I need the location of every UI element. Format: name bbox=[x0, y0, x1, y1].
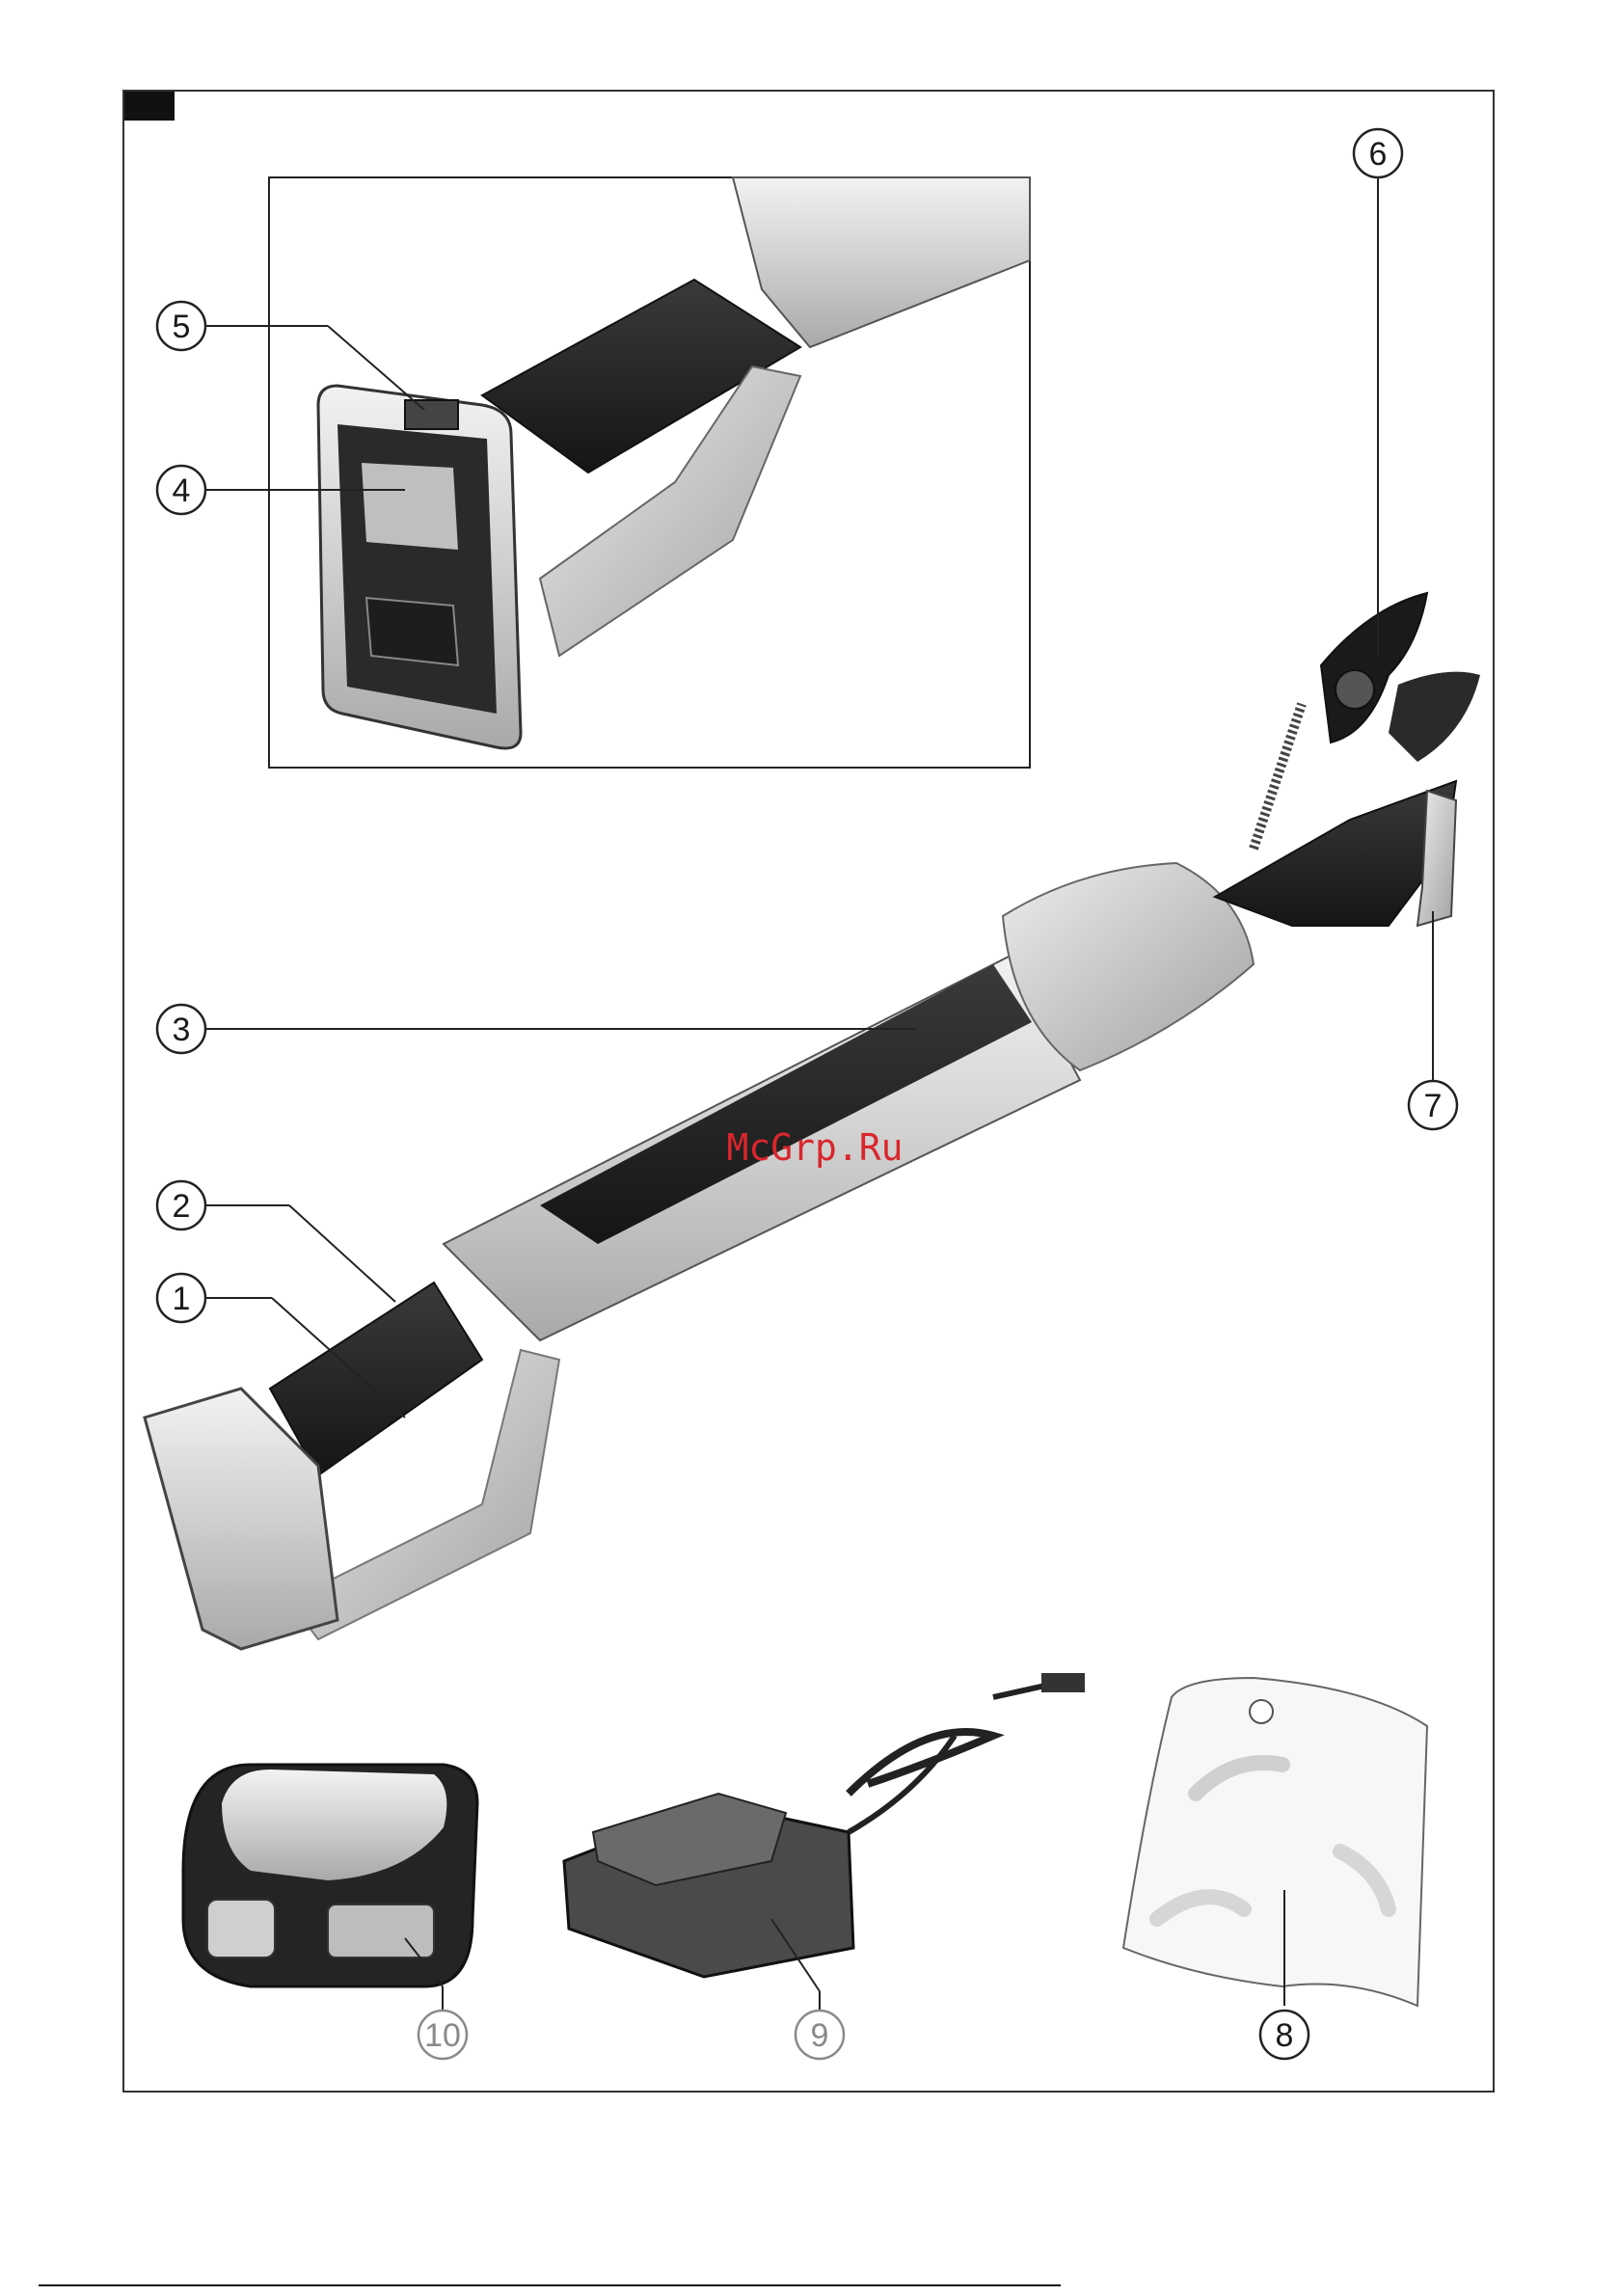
battery-pack bbox=[183, 1765, 477, 1986]
callout-3: 3 bbox=[157, 1005, 205, 1053]
head-spring bbox=[1254, 704, 1302, 849]
callout-6-label: 6 bbox=[1369, 136, 1388, 173]
callout-5: 5 bbox=[157, 302, 205, 350]
callout-2: 2 bbox=[157, 1181, 205, 1229]
callout-10-label: 10 bbox=[424, 2017, 461, 2054]
charger bbox=[564, 1673, 1085, 1977]
callout-3-label: 3 bbox=[173, 1012, 191, 1048]
inset-detail bbox=[269, 177, 1030, 768]
figure-marker bbox=[124, 92, 175, 121]
callout-8-label: 8 bbox=[1276, 2017, 1294, 2054]
callout-6: 6 bbox=[1354, 129, 1402, 177]
callout-4: 4 bbox=[157, 466, 205, 514]
callout-8: 8 bbox=[1260, 2011, 1309, 2059]
protective-bag bbox=[1123, 1678, 1427, 2006]
battery-release-button bbox=[405, 400, 458, 429]
callout-9-label: 9 bbox=[811, 2017, 829, 2054]
callout-2-label: 2 bbox=[173, 1188, 191, 1225]
main-grip bbox=[270, 1283, 482, 1475]
charger-cable-coil bbox=[849, 1732, 993, 1794]
callout-1-label: 1 bbox=[173, 1281, 191, 1317]
callout-7-label: 7 bbox=[1424, 1088, 1443, 1124]
callout-7: 7 bbox=[1409, 1081, 1457, 1129]
callout-10: 10 bbox=[418, 2011, 467, 2059]
callout-9: 9 bbox=[796, 2011, 844, 2059]
watermark-text: McGrp.Ru bbox=[726, 1126, 903, 1169]
battery-contact-plate bbox=[362, 463, 458, 550]
callout-5-label: 5 bbox=[173, 309, 191, 345]
callout-4-label: 4 bbox=[173, 473, 191, 509]
callout-1: 1 bbox=[157, 1274, 205, 1322]
charger-plug bbox=[1041, 1673, 1085, 1692]
